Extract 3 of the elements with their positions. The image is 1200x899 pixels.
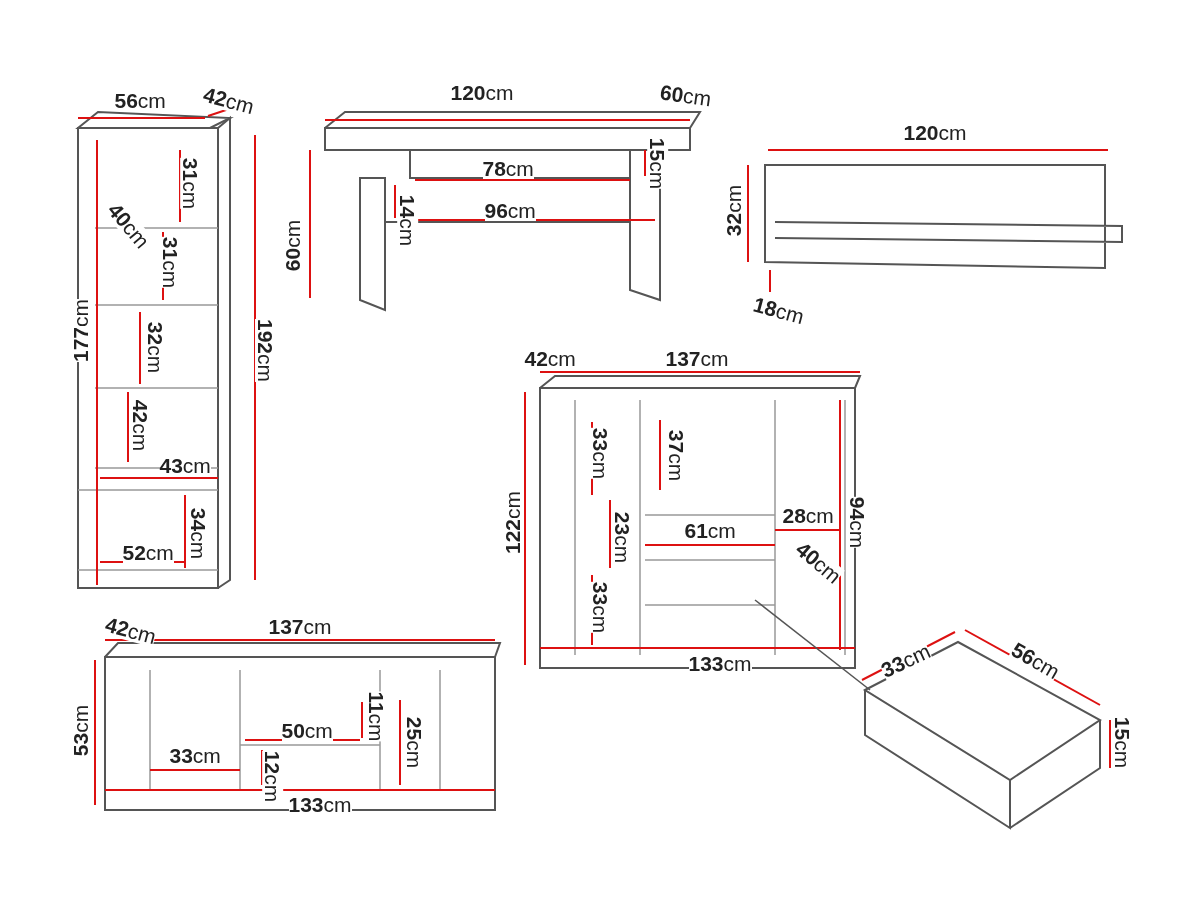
dimension-label: 15cm	[646, 137, 668, 189]
dimension-label: 12cm	[261, 750, 283, 802]
dimension-label: 14cm	[396, 194, 418, 246]
